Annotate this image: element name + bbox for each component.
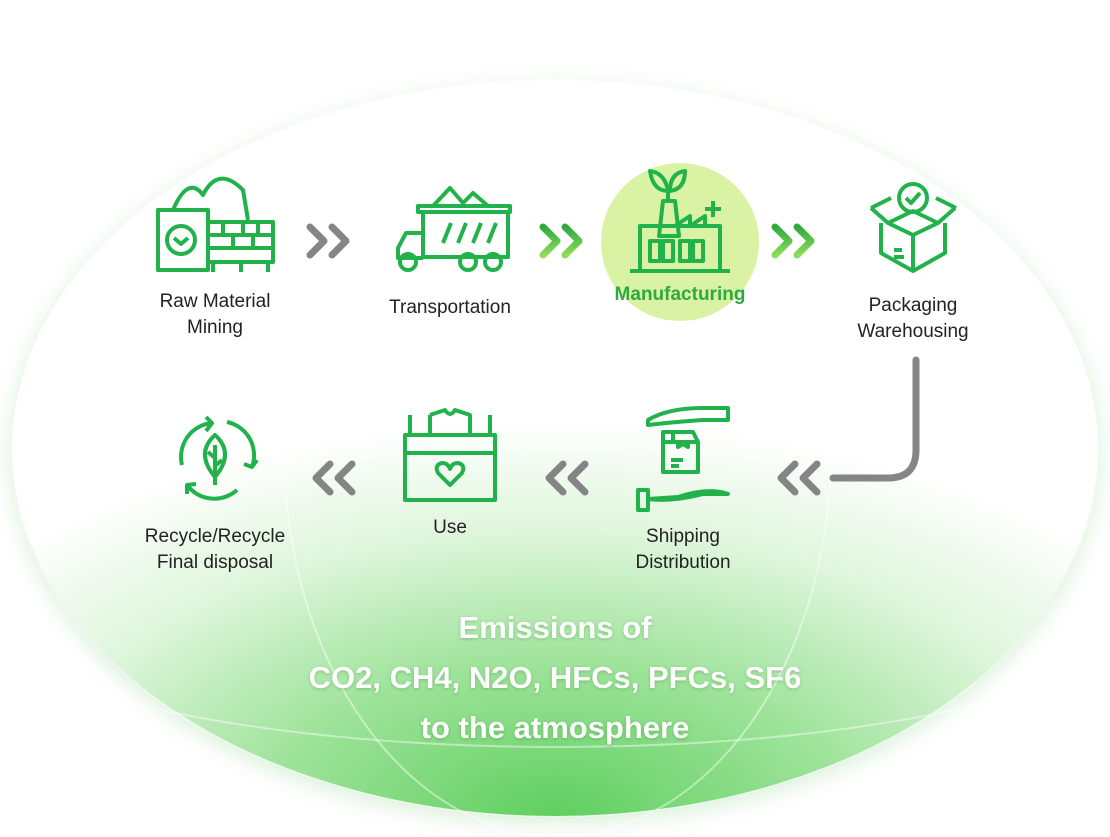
step-label: Shipping Distribution: [635, 526, 731, 573]
emissions-line-3: to the atmosphere: [420, 710, 690, 745]
double-chevron-left-icon: [777, 460, 821, 496]
step-label: Transportation: [389, 297, 511, 318]
emissions-line-2: CO2, CH4, N2O, HFCs, PFCs, SF6: [308, 660, 802, 695]
step-raw-material-mining: Raw Material Mining: [115, 170, 315, 341]
recycle-leaf-icon: [179, 415, 259, 501]
box-check-icon: [869, 182, 957, 273]
emissions-line-1: Emissions of: [458, 610, 652, 645]
double-chevron-right-icon: [306, 223, 350, 259]
step-label: Raw Material Mining: [159, 291, 271, 338]
factory-icon: [630, 169, 730, 273]
step-label: Packaging Warehousing: [857, 295, 969, 342]
step-packaging-warehousing: Packaging Warehousing: [813, 180, 1013, 345]
step-label: Recycle/Recycle Final disposal: [144, 526, 286, 573]
step-label: Manufacturing: [614, 284, 746, 305]
double-chevron-left-icon: [545, 460, 589, 496]
raw-material-icon: [155, 176, 275, 272]
connector-line: [829, 356, 920, 482]
double-chevron-left-icon: [312, 460, 356, 496]
emissions-text: Emissions of CO2, CH4, N2O, HFCs, PFCs, …: [0, 603, 1110, 753]
shirt-box-icon: [403, 408, 497, 502]
step-shipping-distribution: Shipping Distribution: [583, 402, 783, 576]
double-chevron-right-icon: [771, 223, 815, 259]
step-use: Use: [350, 405, 550, 541]
step-recycle-final-disposal: Recycle/Recycle Final disposal: [115, 410, 315, 576]
truck-icon: [395, 186, 512, 272]
step-manufacturing[interactable]: Manufacturing: [580, 166, 780, 308]
step-label: Use: [433, 517, 467, 538]
hands-box-icon: [636, 406, 730, 512]
double-chevron-right-icon: [539, 223, 583, 259]
step-transportation: Transportation: [350, 178, 550, 321]
